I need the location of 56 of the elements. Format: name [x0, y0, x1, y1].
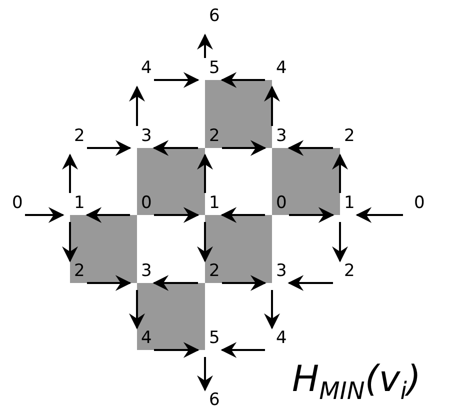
arrow: [197, 357, 213, 392]
arrow: [62, 222, 78, 262]
arrow: [289, 207, 334, 223]
vertex-value: 0: [265, 193, 289, 222]
arrow: [197, 34, 213, 58]
arrow: [154, 72, 200, 88]
vertex-value: 3: [265, 126, 289, 155]
formula-label: H$_{MIN}$(v$_{i}$): [292, 360, 421, 408]
arrow: [220, 207, 265, 223]
vertex-value: 3: [130, 126, 154, 155]
arrow: [87, 275, 132, 291]
vertex-value: 4: [265, 58, 289, 87]
arrow: [87, 140, 132, 156]
arrow: [288, 275, 333, 291]
arrow: [129, 86, 145, 126]
vertex-value: 3: [265, 261, 289, 290]
arrow: [288, 140, 333, 156]
vertex-value: 3: [130, 261, 154, 290]
vertex-value: 2: [333, 261, 357, 290]
vertex-value: 5: [198, 328, 222, 357]
arrow: [154, 342, 200, 358]
vertex-value: 5: [198, 58, 222, 87]
vertex-value: 0: [130, 193, 154, 222]
arrow: [86, 207, 130, 223]
arrow: [264, 86, 280, 126]
vertex-value: 2: [63, 261, 87, 290]
vertex-value: 0: [1, 193, 25, 222]
vertex-value: 2: [198, 126, 222, 155]
arrow: [62, 154, 78, 193]
arrow: [152, 140, 198, 156]
arrow: [222, 140, 266, 156]
vertex-value: 4: [265, 328, 289, 357]
arrow: [332, 222, 348, 262]
arrow: [152, 275, 198, 291]
vertex-value: 0: [403, 193, 427, 222]
vertex-value: 1: [63, 193, 87, 222]
arrow: [197, 154, 213, 193]
vertex-value: 6: [198, 6, 222, 35]
arrow: [25, 207, 64, 223]
vertex-value: 1: [198, 193, 222, 222]
vertex-value: 4: [130, 58, 154, 87]
arrow: [154, 207, 200, 223]
vertex-value: 2: [63, 126, 87, 155]
vertex-value: 4: [130, 328, 154, 357]
arrow: [220, 72, 265, 88]
arrow: [356, 207, 403, 223]
arrow: [197, 222, 213, 262]
vertex-value: 1: [333, 193, 357, 222]
arrow: [220, 342, 265, 358]
vertex-value: 2: [198, 261, 222, 290]
arrow: [264, 290, 280, 330]
vertex-value: 6: [198, 390, 222, 419]
arrow: [332, 154, 348, 193]
vertex-value: 2: [333, 126, 357, 155]
arrow: [129, 290, 145, 330]
arrow: [222, 275, 266, 291]
